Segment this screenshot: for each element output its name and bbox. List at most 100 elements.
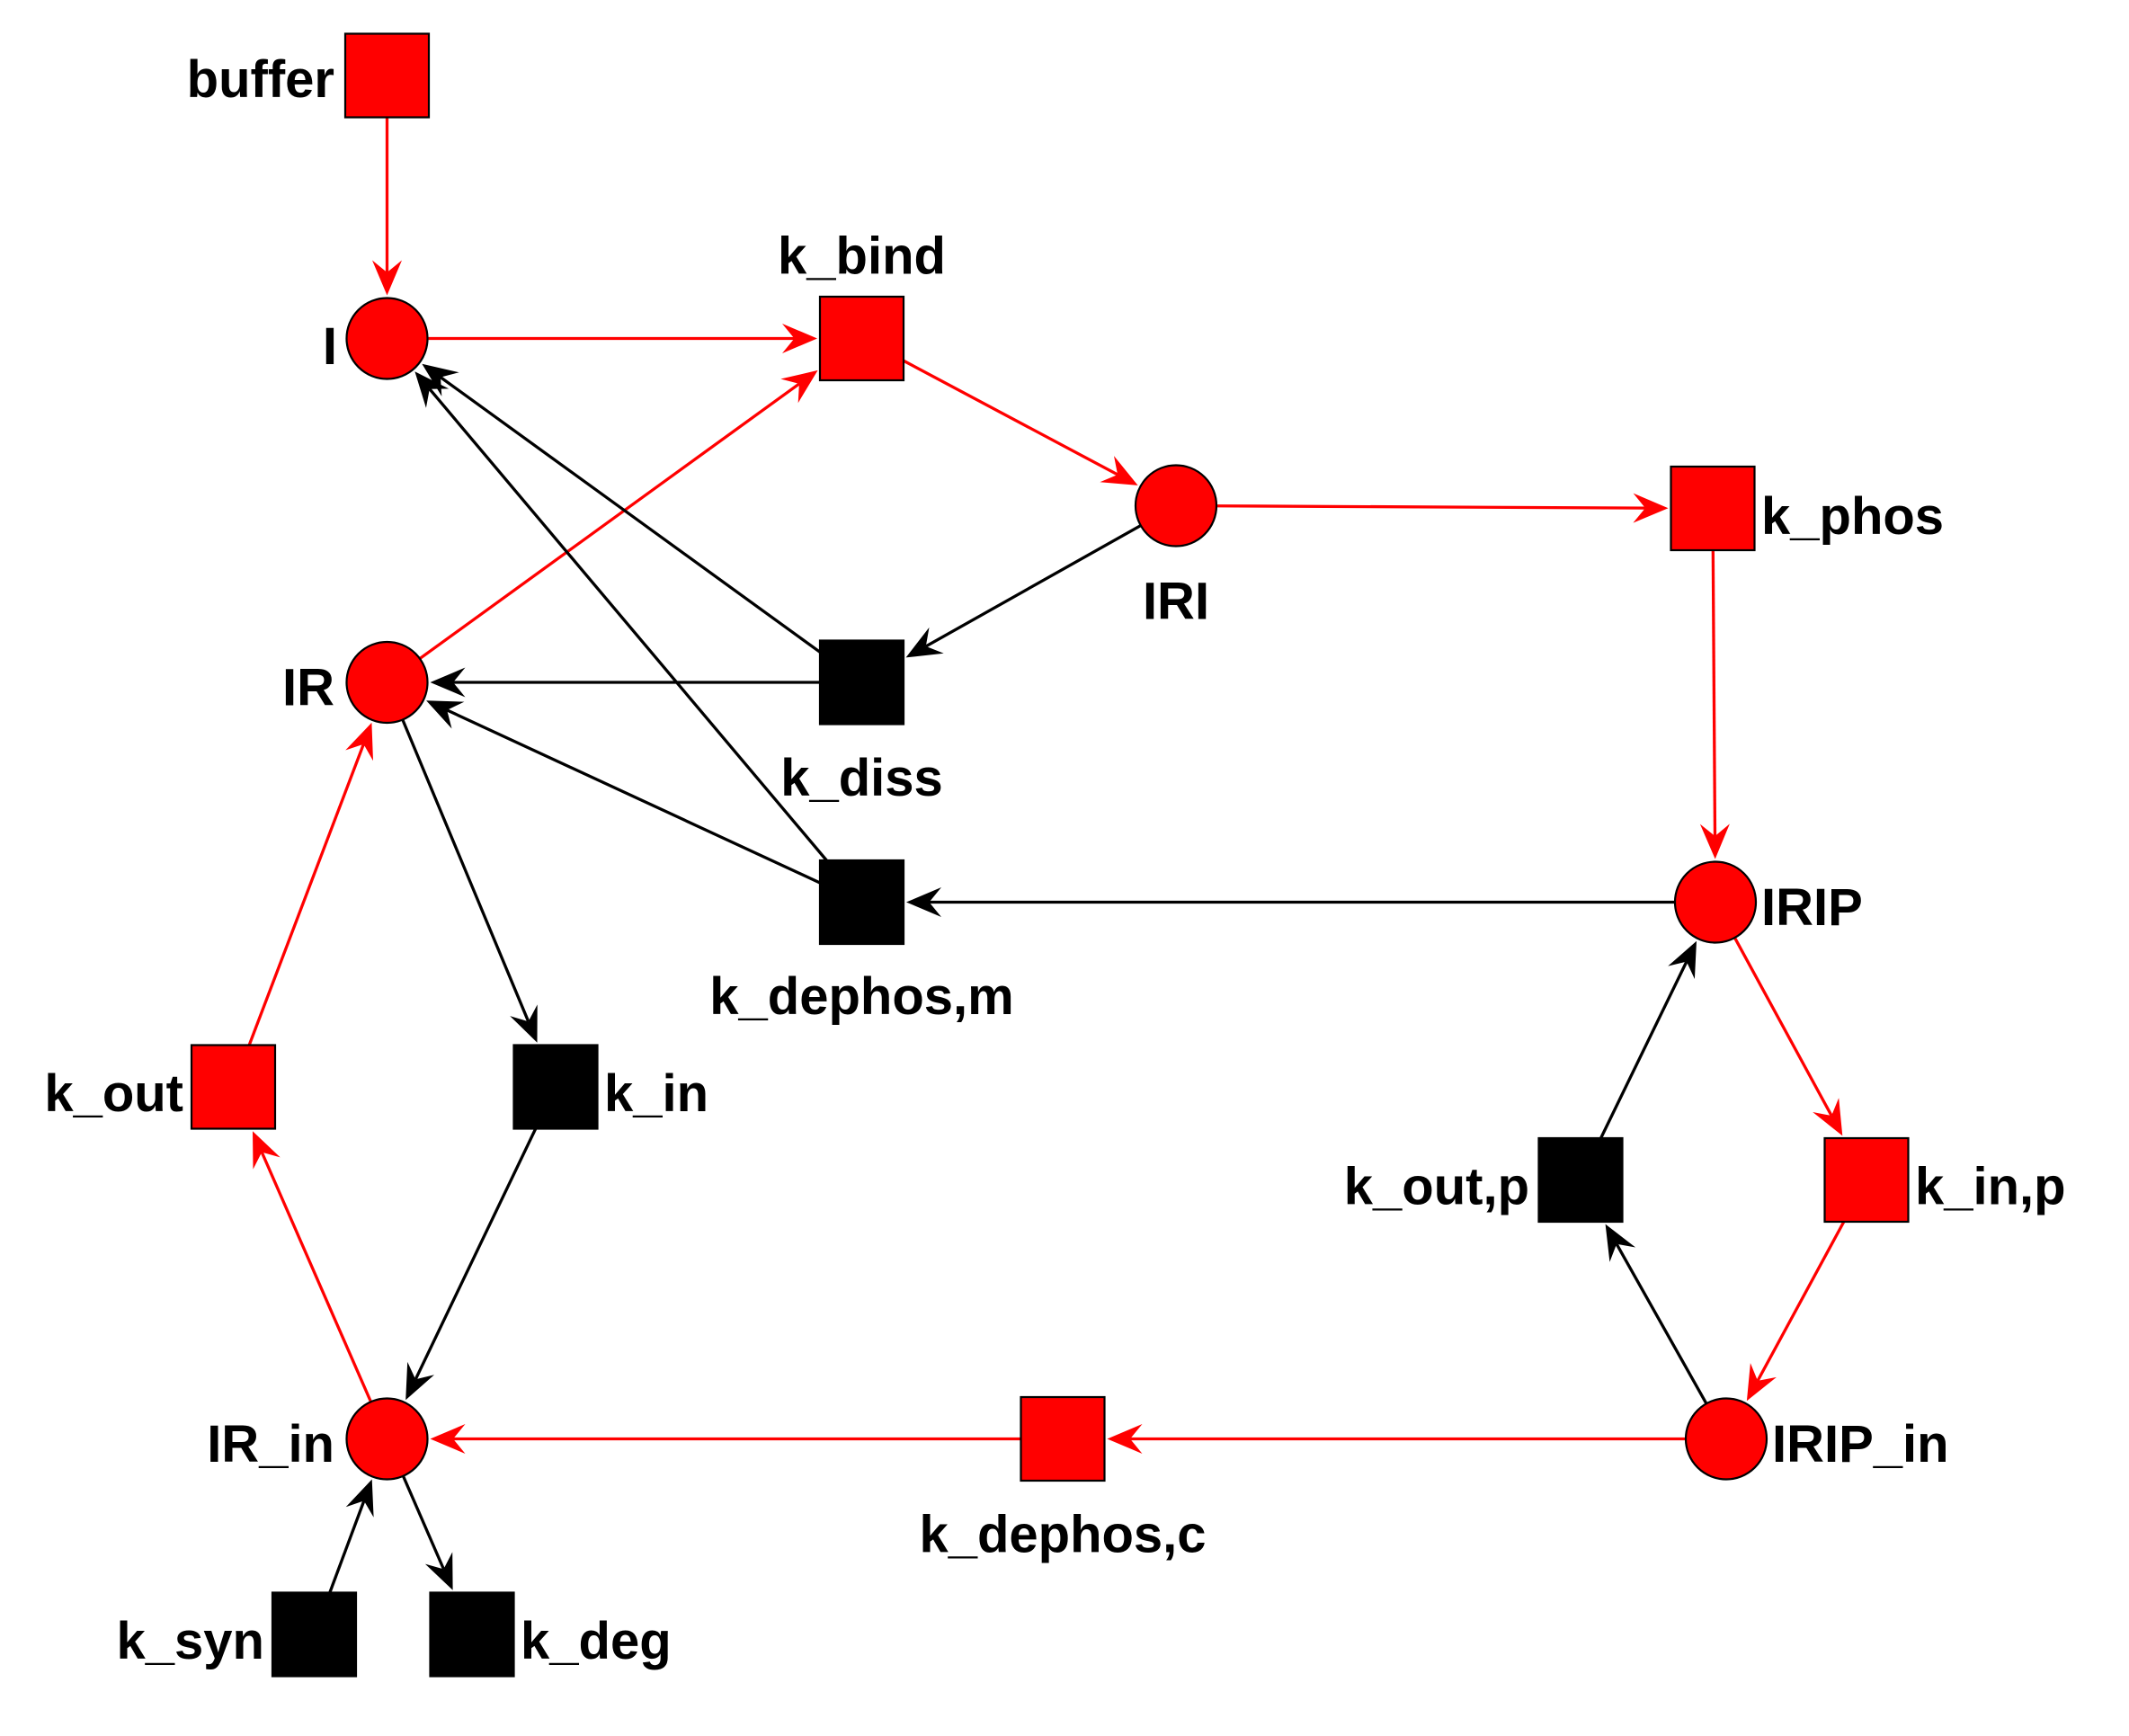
arc-line [418, 382, 800, 660]
arrowhead [1605, 1224, 1636, 1262]
place-circle [1134, 464, 1218, 548]
arrowhead [782, 324, 817, 353]
transition-k-out [190, 1044, 277, 1130]
arrowhead [906, 887, 941, 917]
transition-square [1020, 1395, 1106, 1482]
arc-irip-in-to-k-dephos-c [1107, 1424, 1686, 1454]
arrowhead [780, 369, 818, 404]
transition-k-bind [818, 295, 905, 382]
node-label-k-in-p: k_in,p [1915, 1158, 2066, 1216]
node-label-irip: IRIP [1761, 878, 1863, 937]
arrowhead [1668, 940, 1697, 979]
arc-line [247, 743, 365, 1046]
arrowhead [372, 260, 402, 296]
transition-buffer [343, 32, 431, 119]
arrowhead [430, 667, 466, 698]
node-label-irip-in: IRIP_in [1772, 1415, 1949, 1473]
arc-irip-to-k-in-p [1733, 937, 1843, 1136]
arcs-layer [247, 117, 1846, 1594]
transition-k-out-p [1537, 1136, 1624, 1224]
arrowhead [424, 1552, 453, 1590]
arrowhead [905, 627, 944, 658]
arrowhead [422, 363, 459, 396]
arc-ir-to-k-bind [418, 369, 818, 660]
transition-k-in-p [1823, 1136, 1910, 1224]
arc-line [440, 376, 821, 654]
arc-line [1216, 504, 1646, 510]
place-irip-in [1684, 1397, 1768, 1481]
arc-ir-to-k-in [401, 718, 538, 1043]
arrowhead [1100, 456, 1138, 485]
arc-irip-to-k-dephos-m [906, 887, 1675, 917]
transition-k-diss [818, 639, 905, 726]
node-label-iri: IRI [1143, 573, 1209, 631]
node-label-k-out: k_out [44, 1064, 183, 1123]
nodes-layer [190, 32, 1910, 1678]
arc-line [1711, 549, 1717, 837]
arrowhead [1107, 1424, 1143, 1454]
place-ir-in [345, 1397, 429, 1481]
arrowhead [1699, 823, 1730, 859]
arrowhead [426, 700, 465, 729]
transition-k-syn [271, 1591, 358, 1678]
transition-k-in [512, 1044, 599, 1130]
arc-line [428, 387, 828, 862]
node-label-k-out-p: k_out,p [1344, 1158, 1529, 1216]
arc-i-to-k-bind [427, 324, 817, 353]
arc-irip-in-to-k-out-p [1605, 1224, 1708, 1405]
node-label-k-syn: k_syn [117, 1612, 264, 1670]
arc-line [401, 1475, 445, 1571]
arc-line [903, 359, 1118, 476]
place-circle [345, 1397, 429, 1481]
node-label-k-in: k_in [604, 1064, 708, 1123]
transition-square [271, 1591, 358, 1678]
arc-buffer-to-i [372, 117, 402, 296]
transition-square [818, 859, 905, 946]
arc-k-dephos-m-to-i [414, 371, 828, 862]
arc-k-phos-to-irip [1699, 549, 1730, 859]
transition-square [343, 32, 431, 119]
transition-square [512, 1044, 599, 1130]
arc-k-in-to-ir-in [405, 1127, 538, 1401]
arc-line [446, 708, 821, 885]
arrowhead [414, 371, 450, 408]
arrowhead [510, 1004, 538, 1043]
arc-line [1733, 937, 1833, 1117]
arrowhead [1813, 1098, 1843, 1136]
transition-square [818, 639, 905, 726]
transition-square [190, 1044, 277, 1130]
place-circle [345, 640, 429, 725]
arc-line [328, 1500, 366, 1594]
node-label-buffer: buffer [187, 50, 334, 109]
arc-k-out-to-ir [247, 722, 373, 1046]
arc-ir-in-to-k-deg [401, 1475, 453, 1590]
node-label-k-bind: k_bind [778, 227, 946, 286]
arc-iri-to-k-diss [905, 524, 1142, 658]
transition-k-dephos-m [818, 859, 905, 946]
arc-line [401, 718, 530, 1022]
arc-line [260, 1151, 373, 1402]
node-label-i: I [323, 317, 337, 376]
transition-square [818, 295, 905, 382]
arrowhead [345, 722, 373, 761]
arc-k-bind-to-iri [903, 359, 1138, 485]
place-ir [345, 640, 429, 725]
place-iri [1134, 464, 1218, 548]
transition-k-dephos-c [1020, 1395, 1106, 1482]
node-label-k-diss: k_diss [780, 749, 943, 807]
transition-square [429, 1591, 515, 1678]
transition-square [1670, 465, 1756, 552]
arc-k-dephos-m-to-ir [426, 700, 821, 885]
arc-line [1615, 1243, 1708, 1405]
arc-line [414, 1127, 538, 1380]
arc-iri-to-k-phos [1216, 493, 1669, 523]
node-label-k-deg: k_deg [521, 1612, 672, 1670]
node-label-k-dephos-m: k_dephos,m [709, 967, 1013, 1026]
arc-k-diss-to-i [422, 363, 821, 654]
arc-k-dephos-c-to-ir-in [430, 1424, 1021, 1454]
arrowhead [405, 1361, 434, 1401]
arrowhead [253, 1131, 281, 1170]
node-label-k-dephos-c: k_dephos,c [919, 1506, 1206, 1564]
